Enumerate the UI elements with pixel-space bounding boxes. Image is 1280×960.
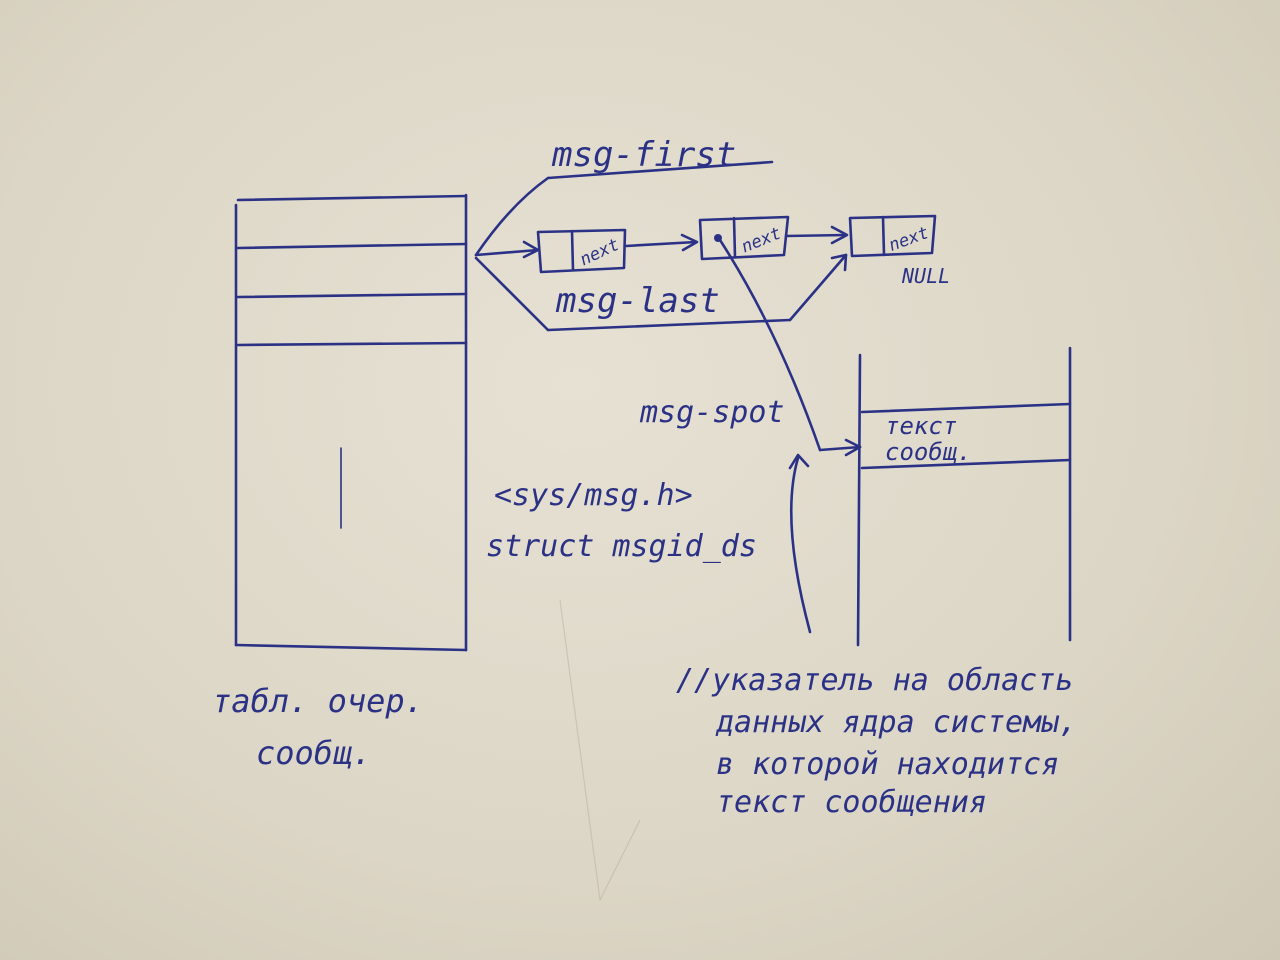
- struct-name-label: struct msgid_ds: [486, 529, 757, 564]
- queue-table-row-divider: [236, 292, 468, 299]
- msg-spot-pointer: msg-spot: [639, 238, 862, 457]
- comment-line-4: текст сообщения: [716, 785, 987, 820]
- comment-block: //указатель на область данных ядра систе…: [676, 663, 1077, 820]
- next-pointer-1: [624, 233, 699, 252]
- paper-crease: [599, 819, 641, 901]
- header-file-label: <sys/msg.h>: [494, 478, 693, 513]
- message-node-2: next: [698, 215, 790, 261]
- queue-table: [234, 193, 468, 652]
- next-field-label: next: [739, 223, 784, 257]
- comment-line-1: //указатель на область: [676, 663, 1073, 698]
- msg-spot-label: msg-spot: [639, 395, 785, 430]
- queue-table-caption-line1: табл. очер.: [212, 682, 424, 720]
- queue-table-caption-line2: сообщ.: [256, 734, 372, 772]
- next-field-label: next: [886, 223, 931, 256]
- kernel-memory-region: текст сообщ.: [856, 346, 1072, 647]
- msg-last-label: msg-last: [555, 281, 720, 321]
- queue-table-row-divider: [236, 341, 468, 347]
- message-node-3: next: [848, 214, 937, 258]
- comment-line-3: в которой находится: [716, 747, 1059, 782]
- next-field-label: next: [577, 235, 623, 270]
- message-text-label-line2: сообщ.: [885, 438, 972, 466]
- msg-first-pointer: msg-first: [474, 135, 774, 259]
- comment-arrow: [788, 453, 812, 634]
- msg-first-label: msg-first: [551, 135, 736, 175]
- null-label: NULL: [901, 264, 950, 288]
- queue-table-row-divider: [236, 242, 468, 250]
- message-text-label-line1: текст: [885, 412, 957, 440]
- next-pointer-2: [784, 225, 849, 245]
- paper-crease: [559, 599, 601, 901]
- comment-line-2: данных ядра системы,: [715, 705, 1077, 740]
- msg-last-pointer: msg-last: [474, 253, 848, 332]
- message-node-1: next: [536, 228, 627, 274]
